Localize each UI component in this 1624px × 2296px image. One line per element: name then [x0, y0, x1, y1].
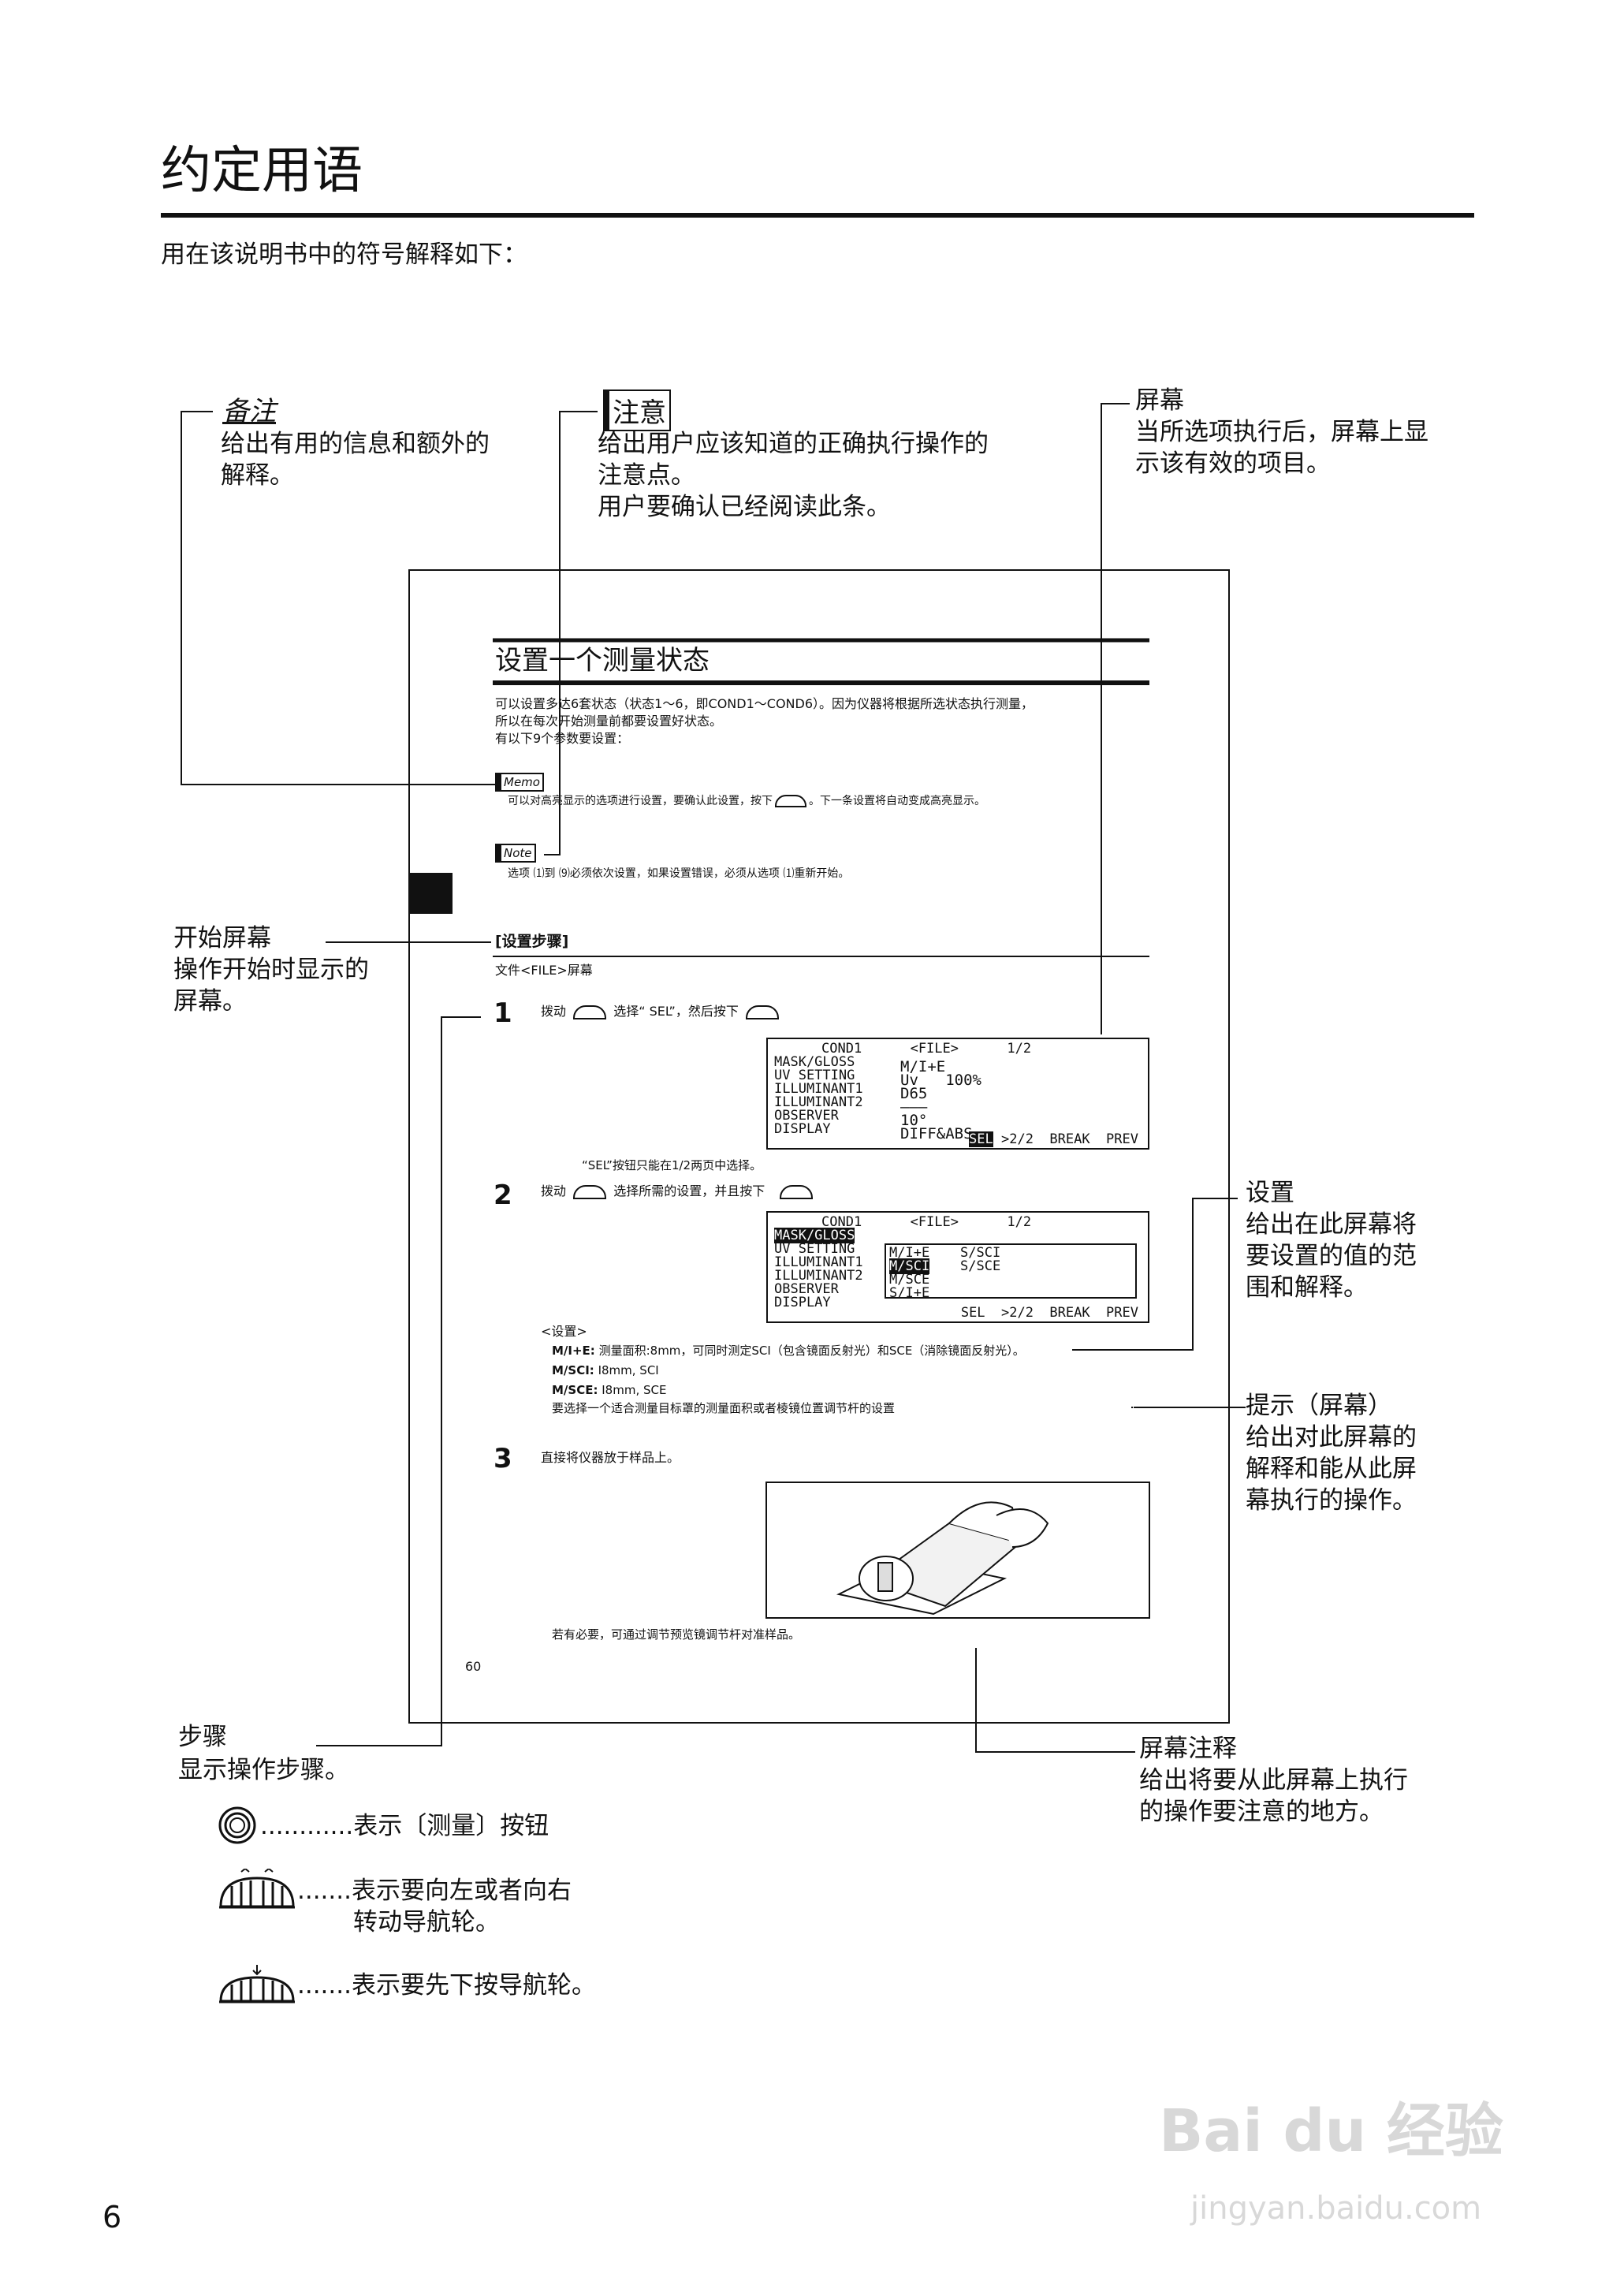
rotate-wheel-icon — [218, 1867, 296, 1913]
lcd1-row-label: UV SETTING — [774, 1068, 855, 1083]
sample-intro-line1: 可以设置多达6套状态（状态1～6，即COND1～COND6）。因为仪器将根据所选… — [495, 696, 1034, 711]
lcd2-row: DISPLAY — [774, 1295, 831, 1310]
legend-rotate-line1: .......表示要向左或者向右 — [297, 1877, 572, 1905]
memo-desc-line2: 解释。 — [221, 461, 294, 490]
sample-heading: 设置一个测量状态 — [495, 645, 710, 676]
setting-row-msci: M/SCI: Ι8mm, SCI — [552, 1363, 659, 1377]
sample-memo-badge: Memo — [495, 773, 544, 792]
sample-memo-text: 可以对高亮显示的选项进行设置，要确认此设置，按下。下一条设置将自动变成高亮显示。 — [508, 795, 985, 807]
sample-intro-line3: 有以下9个参数要设置： — [495, 731, 630, 746]
lcd-file-screen-2: COND1 <FILE> 1/2 MASK/GLOSS UV SETTING I… — [766, 1211, 1149, 1323]
chapter-tab-marker — [410, 873, 453, 914]
lcd2-row: ILLUMINANT1 — [774, 1254, 863, 1270]
press-wheel-icon — [218, 1963, 296, 2007]
hint-line2: 解释和能从此屏 — [1246, 1455, 1417, 1483]
memo-desc-line1: 给出有用的信息和额外的 — [221, 430, 490, 458]
start-screen-line2: 屏幕。 — [173, 987, 247, 1016]
screen-note-line2: 的操作要注意的地方。 — [1139, 1798, 1384, 1826]
lcd2-header: COND1 <FILE> 1/2 — [821, 1214, 1032, 1230]
lcd2-option: S/SCI — [960, 1245, 1001, 1261]
intro-text: 用在该说明书中的符号解释如下： — [161, 240, 527, 269]
sample-note-badge: Note — [495, 844, 536, 863]
setting-row-msce: M/SCE: Ι8mm, SCE — [552, 1383, 667, 1397]
instrument-on-sample-illustration — [768, 1484, 1148, 1620]
setting-line3: 围和解释。 — [1246, 1273, 1368, 1302]
step1-number: 1 — [494, 997, 512, 1029]
note-desc-line1: 给出用户应该知道的正确执行操作的 — [598, 430, 989, 458]
legend-press: .......表示要先下按导航轮。 — [297, 1971, 596, 2000]
lcd1-footer: SEL >2/2 BREAK PREV — [969, 1131, 1138, 1147]
lcd2-footer: SEL >2/2 BREAK PREV — [960, 1305, 1138, 1321]
setting-title: 设置 — [1246, 1179, 1294, 1207]
hint-line1: 给出对此屏幕的 — [1246, 1423, 1417, 1452]
step-callout-title: 步骤 — [178, 1723, 227, 1751]
start-screen-line1: 操作开始时显示的 — [173, 956, 369, 984]
step-callout-desc: 显示操作步骤。 — [178, 1756, 349, 1784]
lcd1-row-label: MASK/GLOSS — [774, 1054, 855, 1070]
baidu-watermark-logo: Bai du 经验 — [1159, 2097, 1503, 2165]
note-desc-line2: 注意点。 — [598, 461, 695, 490]
lcd2-option: M/I+E — [889, 1245, 930, 1261]
setting-line2: 要设置的值的范 — [1246, 1242, 1417, 1270]
sample-page-number: 60 — [465, 1659, 482, 1674]
lcd1-row-label: DISPLAY — [774, 1121, 831, 1137]
lcd2-row: UV SETTING — [774, 1241, 855, 1257]
settings-hint: 要选择一个适合测量目标罩的测量面积或者棱镜位置调节杆的设置 — [552, 1401, 896, 1415]
note-badge: 注意 — [603, 390, 671, 431]
sample-note-text: 选项 ⑴到 ⑼必须依次设置，如果设置错误，必须从选项 ⑴重新开始。 — [508, 867, 850, 880]
lcd2-option-box: M/I+E M/SCI M/SCE S/I+E S/SCI S/SCE — [885, 1243, 1137, 1301]
lcd1-header: COND1 <FILE> 1/2 — [821, 1041, 1032, 1057]
step2-text: 拨动 选择所需的设置，并且按下 — [541, 1183, 814, 1199]
step2-number: 2 — [494, 1180, 512, 1211]
lcd2-option: S/SCE — [960, 1258, 1001, 1274]
lcd1-row-label: OBSERVER — [774, 1108, 839, 1124]
screen-callout-line1: 当所选项执行后，屏幕上显 — [1135, 418, 1428, 446]
lcd2-row-selected: MASK/GLOSS — [774, 1228, 855, 1243]
lcd2-row: OBSERVER — [774, 1281, 839, 1297]
setting-row-mie: M/I+E: 测量面积:8mm，可同时测定SCI（包含镜面反射光）和SCE（消除… — [552, 1344, 1025, 1358]
lcd1-row-value: DIFF&ABS — [900, 1125, 973, 1142]
lcd1-row-value: D65 — [900, 1085, 928, 1102]
baidu-watermark-url: jingyan.baidu.com — [1190, 2190, 1482, 2227]
procedure-label: [设置步骤] — [495, 933, 569, 950]
setting-line1: 给出在此屏幕将 — [1246, 1210, 1417, 1239]
lcd1-row-value: ——— — [900, 1098, 928, 1116]
lcd1-sel-softkey: SEL — [969, 1131, 993, 1147]
legend-rotate-line2: 转动导航轮。 — [353, 1908, 500, 1936]
measure-button-icon — [218, 1806, 257, 1848]
screen-note-title: 屏幕注释 — [1139, 1735, 1237, 1763]
step3-text: 直接将仪器放于样品上。 — [541, 1450, 680, 1465]
note-desc-line3: 用户要确认已经阅读此条。 — [598, 493, 891, 521]
lcd1-row-label: ILLUMINANT2 — [774, 1094, 863, 1110]
lcd2-option: M/SCE — [889, 1272, 930, 1288]
page-title: 约定用语 — [161, 142, 363, 200]
hint-line3: 幕执行的操作。 — [1246, 1486, 1417, 1515]
lcd1-row-value: M/I+E — [900, 1058, 946, 1075]
step3-note: 若有必要，可通过调节预览镜调节杆对准样品。 — [552, 1627, 801, 1642]
memo-badge: 备注 — [222, 396, 276, 427]
lcd1-row-value: 10° — [900, 1112, 928, 1129]
page-number: 6 — [102, 2200, 122, 2234]
step3-number: 3 — [494, 1443, 512, 1474]
sample-intro-line2: 所以在每次开始测量前都要设置好状态。 — [495, 714, 723, 729]
step1-text: 拨动 选择“ SEL”，然后按下 — [541, 1004, 779, 1019]
start-screen-label: 文件<FILE>屏幕 — [495, 963, 593, 978]
lcd2-row: ILLUMINANT2 — [774, 1268, 863, 1284]
screen-callout-title: 屏幕 — [1135, 386, 1184, 415]
screen-callout-line2: 示该有效的项目。 — [1135, 449, 1331, 478]
legend-measure: ............表示〔测量〕按钮 — [260, 1812, 549, 1840]
lcd1-row-value: Uv 100% — [900, 1072, 981, 1089]
start-screen-title: 开始屏幕 — [173, 924, 271, 952]
hint-title: 提示（屏幕） — [1246, 1392, 1392, 1420]
lcd-file-screen-1: COND1 <FILE> 1/2 MASK/GLOSS UV SETTING I… — [766, 1038, 1149, 1150]
step1-note: “SEL”按钮只能在1/2两页中选择。 — [582, 1158, 762, 1172]
settings-title: <设置> — [541, 1324, 587, 1339]
lcd2-option-selected: M/SCI — [889, 1258, 930, 1274]
lcd1-row-label: ILLUMINANT1 — [774, 1081, 863, 1097]
lcd2-option: S/I+E — [889, 1285, 930, 1301]
screen-note-line1: 给出将要从此屏幕上执行 — [1139, 1766, 1408, 1795]
